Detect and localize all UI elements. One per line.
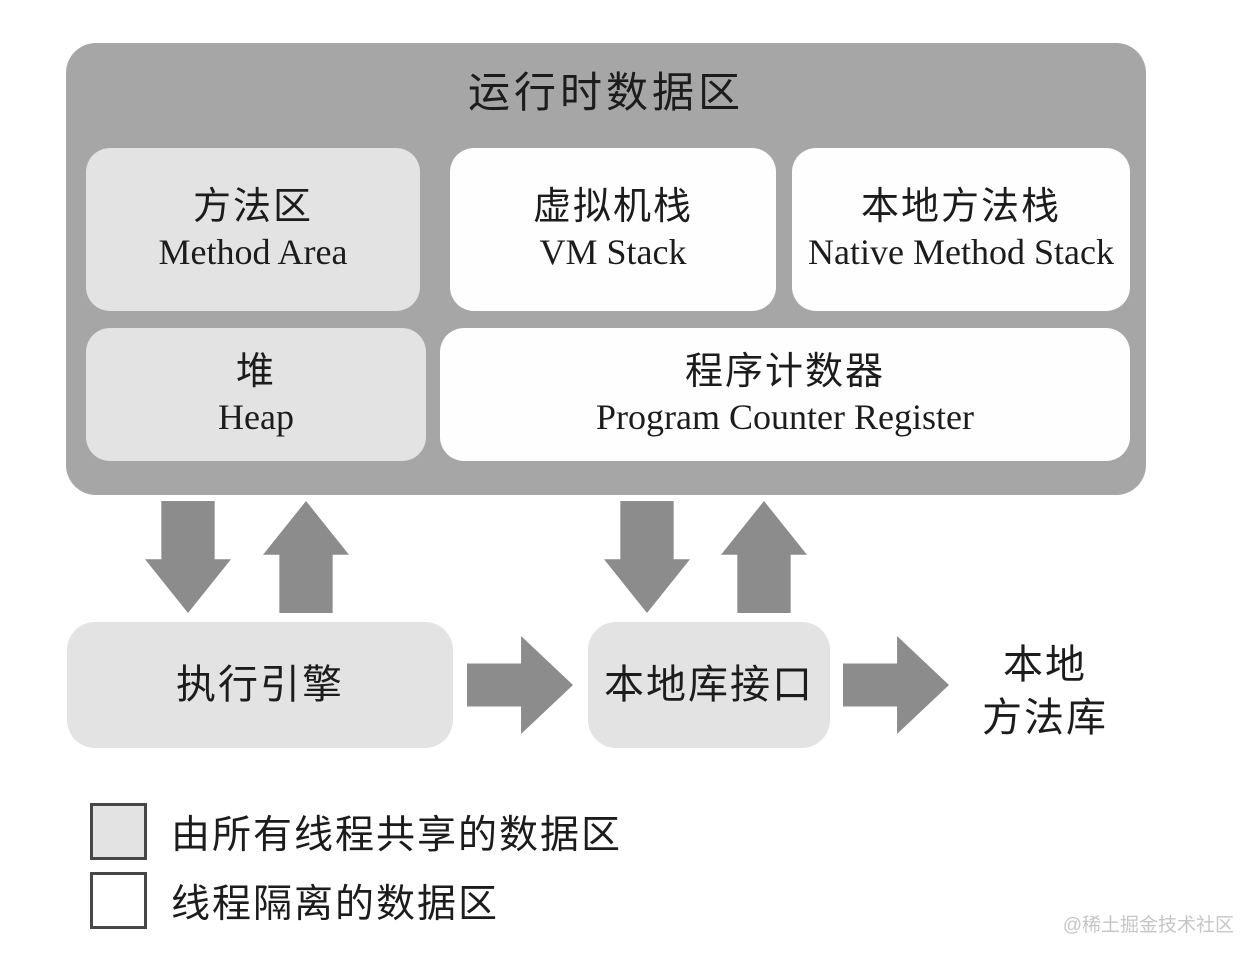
native-interface-label: 本地库接口 [604, 661, 814, 707]
arrow-down-icon [145, 501, 231, 613]
heap-label-en: Heap [218, 396, 294, 437]
native-method-stack-label-en: Native Method Stack [808, 231, 1114, 272]
execution-engine-label: 执行引擎 [176, 661, 344, 707]
native-method-library-label: 本地 方法库 [955, 636, 1135, 748]
method-area-label-zh: 方法区 [192, 186, 313, 229]
arrow-right-icon [843, 636, 949, 734]
watermark: @稀土掘金技术社区 [1062, 915, 1234, 936]
heap-label-zh: 堆 [235, 351, 276, 394]
native-interface-box: 本地库接口 [588, 622, 830, 748]
execution-engine-box: 执行引擎 [67, 622, 453, 748]
arrow-down-icon [604, 501, 690, 613]
vm-stack-box: 虚拟机栈 VM Stack [450, 148, 776, 311]
program-counter-box: 程序计数器 Program Counter Register [440, 328, 1130, 461]
legend-isolated-label: 线程隔离的数据区 [171, 882, 500, 926]
native-method-library-line1: 本地 [1003, 642, 1087, 688]
method-area-label-en: Method Area [158, 231, 348, 272]
arrow-up-icon [721, 501, 807, 613]
native-method-stack-box: 本地方法栈 Native Method Stack [792, 148, 1130, 311]
legend-shared-swatch-icon [90, 803, 147, 860]
arrow-right-icon [467, 636, 573, 734]
native-method-library-line2: 方法库 [982, 695, 1108, 740]
legend-row-isolated: 线程隔离的数据区 [90, 872, 499, 929]
native-method-stack-label-zh: 本地方法栈 [860, 186, 1061, 229]
legend-isolated-swatch-icon [90, 872, 147, 929]
legend-row-shared: 由所有线程共享的数据区 [90, 803, 622, 860]
method-area-box: 方法区 Method Area [86, 148, 420, 311]
legend-shared-label: 由所有线程共享的数据区 [171, 813, 623, 857]
program-counter-label-en: Program Counter Register [596, 396, 974, 437]
heap-box: 堆 Heap [86, 328, 426, 461]
vm-stack-label-en: VM Stack [539, 231, 687, 272]
program-counter-label-zh: 程序计数器 [684, 351, 885, 394]
vm-stack-label-zh: 虚拟机栈 [532, 186, 693, 229]
runtime-data-area-title: 运行时数据区 [467, 70, 744, 117]
arrow-up-icon [263, 501, 349, 613]
